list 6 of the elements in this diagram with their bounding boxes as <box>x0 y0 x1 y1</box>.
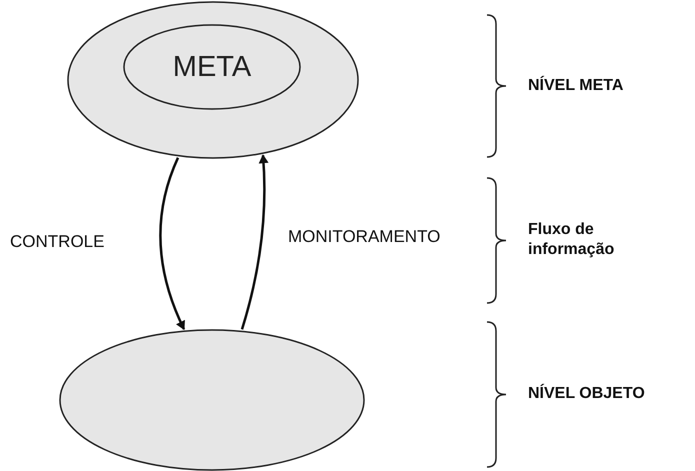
level-label: NÍVEL OBJETO <box>528 384 646 404</box>
level-label: NÍVEL META <box>528 76 624 96</box>
node-label: META <box>172 50 252 84</box>
curved-arrow <box>159 157 186 330</box>
curved-arrow <box>240 154 268 330</box>
level-label: Fluxo de informação <box>528 220 616 260</box>
